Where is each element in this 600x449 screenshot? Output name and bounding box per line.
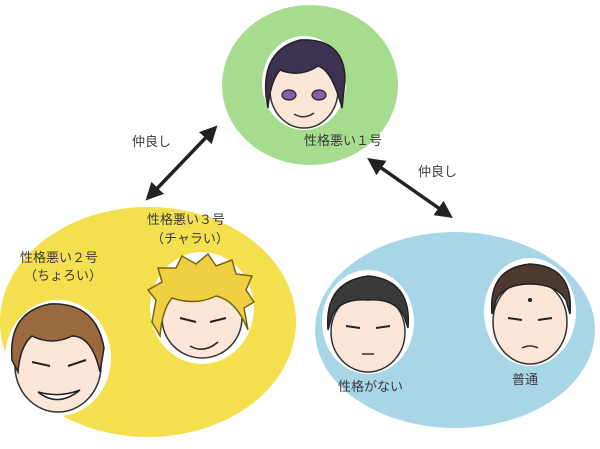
label-character-1: 性格悪い１号 bbox=[304, 133, 382, 149]
arrow-left bbox=[145, 125, 218, 201]
character-5-face bbox=[484, 258, 576, 366]
arrow-right bbox=[367, 157, 453, 219]
label-character-5: 普通 bbox=[512, 373, 538, 388]
character-3-face bbox=[146, 252, 256, 364]
label-character-2-line2: （ちょろい） bbox=[24, 269, 102, 284]
label-character-4: 性格がない bbox=[338, 379, 403, 395]
label-character-3-line1: 性格悪い３号 bbox=[147, 212, 225, 228]
character-4-face bbox=[322, 270, 414, 374]
label-relationship-right: 仲良し bbox=[418, 164, 457, 180]
label-character-2-line1: 性格悪い２号 bbox=[20, 250, 98, 266]
label-relationship-left: 仲良し bbox=[132, 134, 171, 150]
label-character-3-line2: （チャラい） bbox=[151, 232, 229, 247]
character-1-face bbox=[262, 36, 346, 130]
character-2-face bbox=[5, 300, 111, 416]
